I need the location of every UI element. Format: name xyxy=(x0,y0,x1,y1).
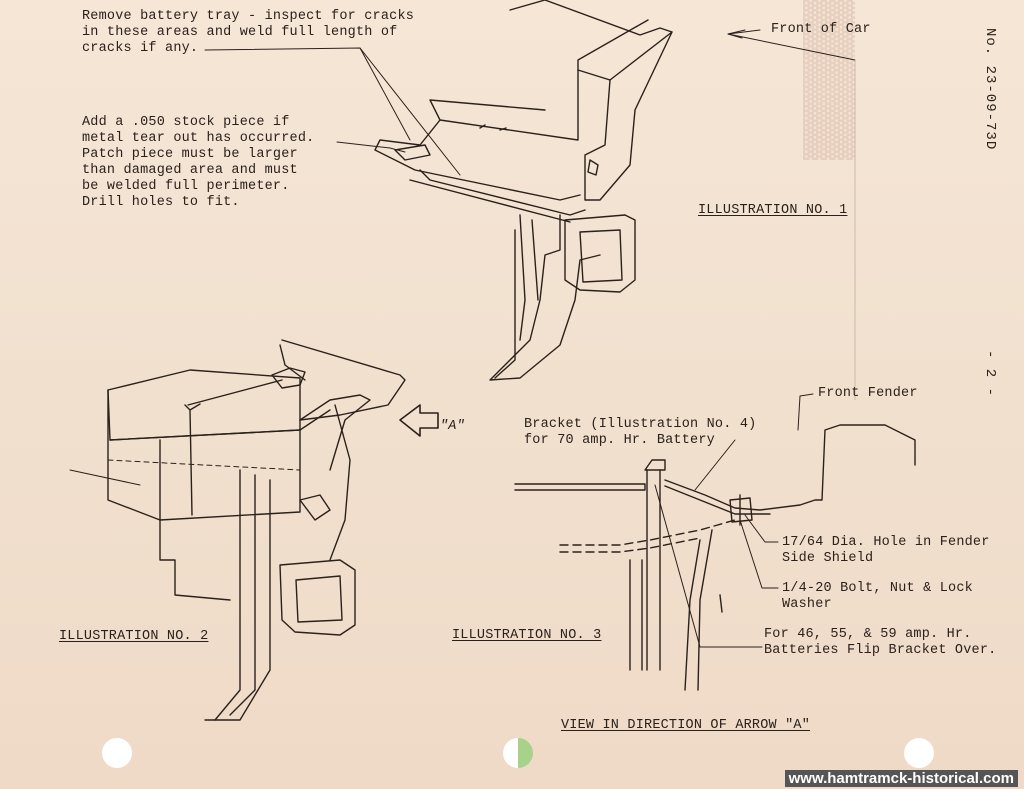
binder-hole-right xyxy=(904,738,934,768)
hole-label: 17/64 Dia. Hole in Fender Side Shield xyxy=(782,535,990,566)
leader-lines-1 xyxy=(204,29,856,176)
bracket-label: Bracket (Illustration No. 4) for 70 amp.… xyxy=(524,417,757,448)
illustration-2-drawing xyxy=(69,339,406,721)
illustration-1-caption: ILLUSTRATION NO. 1 xyxy=(698,203,848,218)
arrow-a-icon xyxy=(399,404,439,437)
flip-bracket-label: For 46, 55, & 59 amp. Hr. Batteries Flip… xyxy=(764,627,997,658)
bulletin-number: No. 23-09-73D xyxy=(982,28,998,151)
illustration-1-drawing xyxy=(374,0,673,381)
leader-lines-3 xyxy=(654,393,814,648)
illustration-3-caption: ILLUSTRATION NO. 3 xyxy=(452,628,602,643)
watermark: www.hamtramck-historical.com xyxy=(784,770,1018,787)
front-fender-label: Front Fender xyxy=(818,386,918,401)
page-number: - 2 - xyxy=(982,350,998,398)
illustration-2-caption: ILLUSTRATION NO. 2 xyxy=(59,629,209,644)
binder-hole-left xyxy=(102,738,132,768)
binder-hole-center xyxy=(503,738,533,768)
bolt-label: 1/4-20 Bolt, Nut & Lock Washer xyxy=(782,581,973,612)
front-of-car-label: Front of Car xyxy=(771,22,871,37)
remove-tray-note: Remove battery tray - inspect for cracks… xyxy=(82,9,415,56)
arrow-a-label: "A" xyxy=(440,419,465,434)
add-stock-note: Add a .050 stock piece if metal tear out… xyxy=(82,115,315,210)
view-direction-caption: VIEW IN DIRECTION OF ARROW "A" xyxy=(561,718,811,733)
